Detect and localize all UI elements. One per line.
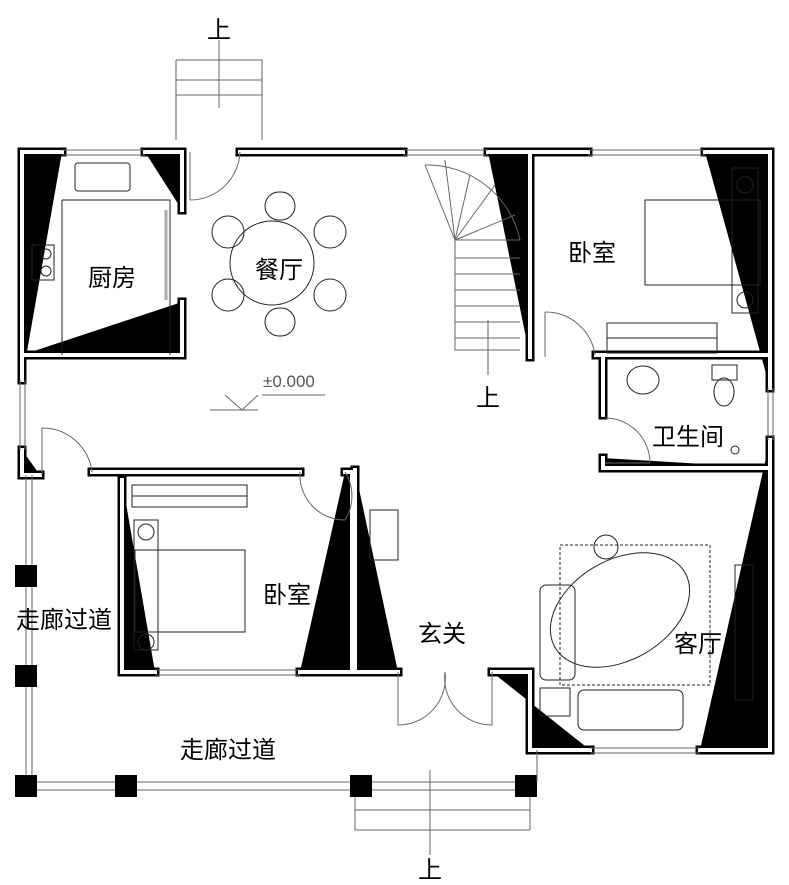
tv-cabinet bbox=[734, 564, 754, 701]
corridor-columns bbox=[15, 565, 537, 797]
bed-bottom bbox=[134, 549, 246, 633]
room-label-dining: 餐厅 bbox=[255, 256, 303, 284]
level-mark: ±0.000 bbox=[263, 372, 315, 391]
stove-icon bbox=[31, 244, 55, 281]
dining-table bbox=[229, 220, 315, 306]
room-label-bedroom-bottom: 卧室 bbox=[263, 581, 311, 609]
stairs bbox=[175, 40, 531, 855]
sofa-bottom bbox=[577, 689, 684, 731]
room-label-bathroom: 卫生间 bbox=[652, 423, 724, 451]
windows bbox=[19, 149, 774, 754]
level-symbol bbox=[210, 394, 325, 411]
room-label-foyer: 玄关 bbox=[418, 620, 466, 648]
rug bbox=[559, 544, 711, 686]
doors bbox=[41, 151, 651, 726]
room-label-corridor-left: 走廊过道 bbox=[16, 606, 112, 634]
railing bbox=[25, 475, 538, 791]
stair-label-top: 上 bbox=[207, 16, 231, 44]
sink-icon bbox=[74, 162, 131, 192]
room-label-corridor-bottom: 走廊过道 bbox=[180, 736, 276, 764]
washbasin-icon bbox=[626, 365, 660, 395]
room-label-bedroom-top: 卧室 bbox=[568, 239, 616, 267]
furniture bbox=[31, 162, 761, 731]
stair-label-bottom: 上 bbox=[418, 856, 442, 884]
room-label-kitchen: 厨房 bbox=[88, 264, 136, 292]
coffee-table bbox=[549, 552, 691, 668]
bed-top bbox=[644, 199, 761, 286]
stair-label-stair: 上 bbox=[476, 384, 500, 412]
sofa-left bbox=[539, 584, 576, 681]
room-label-living: 客厅 bbox=[674, 630, 722, 658]
toilet-icon bbox=[713, 377, 735, 407]
